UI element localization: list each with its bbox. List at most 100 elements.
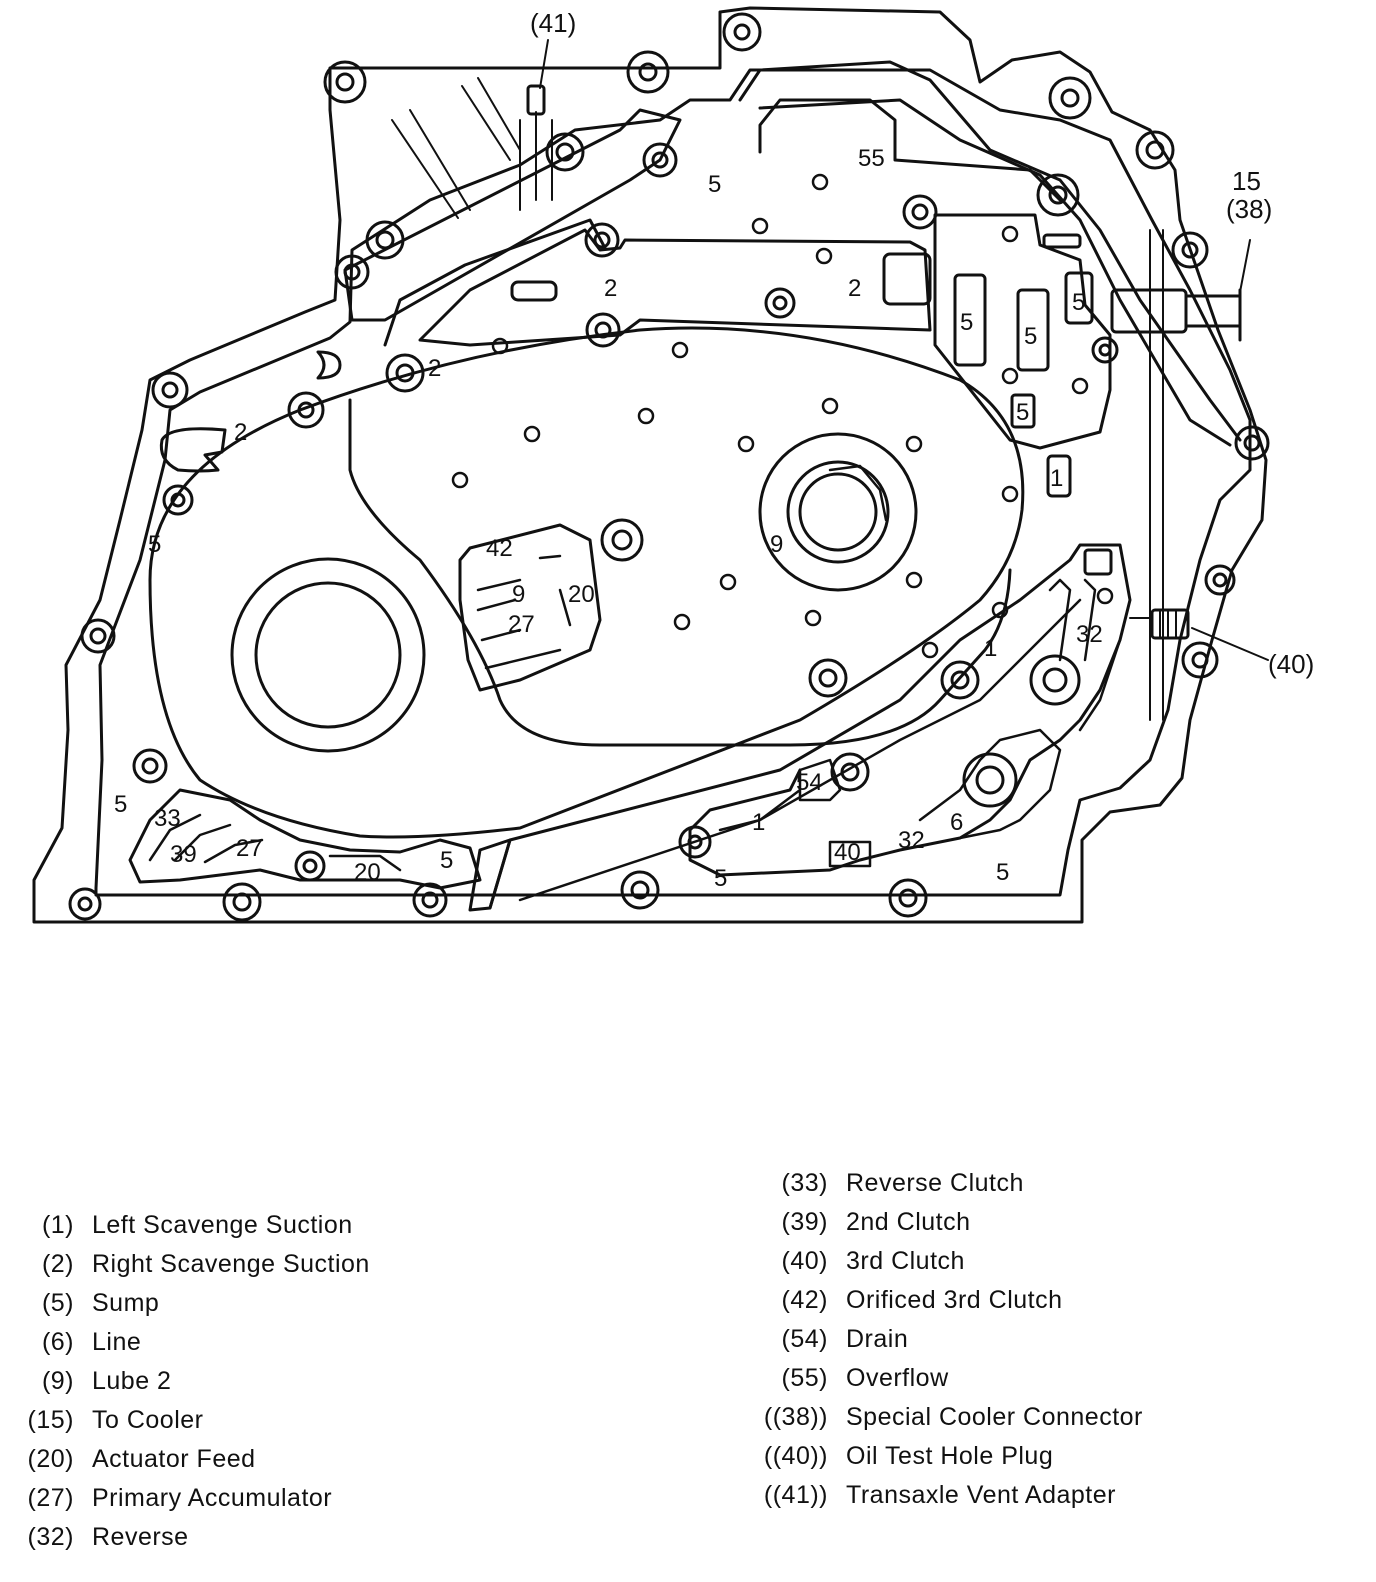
label-27: 27 xyxy=(508,611,535,638)
passage-32 xyxy=(1048,578,1122,732)
legend-item: (55) Overflow xyxy=(748,1359,1143,1398)
legend-left: (1)Left Scavenge Suction (2) Right Scaven… xyxy=(18,1206,370,1557)
callout-15: 15 xyxy=(1232,166,1261,196)
legend-code: (6) xyxy=(41,1328,74,1356)
callout-41: (41) xyxy=(530,8,576,38)
label-6: 6 xyxy=(950,809,963,836)
legend-item: (40)3rd Clutch xyxy=(748,1242,1143,1281)
legend-code: (40) xyxy=(781,1247,828,1275)
label-1: 1 xyxy=(1050,465,1063,492)
slot-2 xyxy=(510,280,558,302)
case-outline xyxy=(32,6,1268,924)
legend-code: (2) xyxy=(41,1250,74,1278)
label-5: 5 xyxy=(1024,323,1037,350)
label-32: 32 xyxy=(1076,621,1103,648)
legend-code: (42) xyxy=(781,1286,828,1314)
right-scavenge-2 xyxy=(383,218,607,347)
pocket-1 xyxy=(1046,454,1072,498)
sump-region-55 xyxy=(758,98,1062,202)
legend-label: Right Scavenge Suction xyxy=(92,1250,370,1278)
label-20: 20 xyxy=(354,859,381,886)
label-20: 20 xyxy=(568,581,595,608)
bolt-holes xyxy=(68,12,1270,922)
legend-label: 2nd Clutch xyxy=(846,1208,971,1236)
legend-label: Reverse xyxy=(92,1523,189,1551)
label-2: 2 xyxy=(428,355,441,382)
legend-label: To Cooler xyxy=(92,1406,204,1434)
legend-code: (33) xyxy=(781,1169,828,1197)
legend-label: Transaxle Vent Adapter xyxy=(846,1481,1116,1509)
legend-item: (33) Reverse Clutch xyxy=(748,1164,1143,1203)
legend-code: (39) xyxy=(781,1208,828,1236)
legend-label: Line xyxy=(92,1328,142,1356)
legend-item: (39) 2nd Clutch xyxy=(748,1203,1143,1242)
upper-channel-1 xyxy=(343,108,682,322)
label-40: 40 xyxy=(834,839,861,866)
legend-item: (9)Lube 2 xyxy=(18,1362,370,1401)
legend-code: (54) xyxy=(781,1325,828,1353)
bore-slot xyxy=(828,464,888,522)
legend-right: (33) Reverse Clutch (39) 2nd Clutch (40)3r… xyxy=(748,1164,1143,1515)
right-channel xyxy=(738,60,1242,442)
legend-label: Left Scavenge Suction xyxy=(92,1211,353,1239)
label-5: 5 xyxy=(960,309,973,336)
passage-6 xyxy=(918,728,1062,840)
label-55: 55 xyxy=(858,145,885,172)
legend-code: (27) xyxy=(27,1484,74,1512)
upper-channel-2 xyxy=(418,228,932,347)
small-holes xyxy=(451,173,1114,659)
legend-item: (20)Actuator Feed xyxy=(18,1440,370,1479)
sump-region-5 xyxy=(933,213,1112,450)
callout-40: (40) xyxy=(1268,649,1314,679)
label-5: 5 xyxy=(1072,289,1085,316)
label-5: 5 xyxy=(440,847,453,874)
crescent-2 xyxy=(159,427,227,473)
legend-code: ((38)) xyxy=(763,1403,828,1431)
passage-labels: 55 5 2 2 2 2 5 5 5 5 5 1 9 42 9 20 27 1 … xyxy=(114,145,1103,892)
label-5: 5 xyxy=(148,531,161,558)
legend-code: (15) xyxy=(27,1406,74,1434)
legend-code: (32) xyxy=(27,1523,74,1551)
slot-small xyxy=(1042,233,1082,249)
legend-item: (5) Sump xyxy=(18,1284,370,1323)
lower-right-inner xyxy=(518,598,1082,902)
legend-label: Overflow xyxy=(846,1364,949,1392)
legend-item: (6) Line xyxy=(18,1323,370,1362)
legend-label: Sump xyxy=(92,1289,160,1317)
label-2: 2 xyxy=(848,275,861,302)
legend-item: ((41))Transaxle Vent Adapter xyxy=(748,1476,1143,1515)
legend-label: Oil Test Hole Plug xyxy=(846,1442,1054,1470)
label-5: 5 xyxy=(1016,399,1029,426)
label-9: 9 xyxy=(512,581,525,608)
label-2: 2 xyxy=(604,275,617,302)
label-32: 32 xyxy=(898,827,925,854)
pocket-5d xyxy=(1010,393,1036,429)
bottom-wedge xyxy=(468,838,512,912)
right-channel-inner xyxy=(758,98,1232,447)
transaxle-case-passage-diagram: (41) (40) 15 (38) 55 5 2 2 2 2 5 5 5 5 5… xyxy=(32,6,1314,924)
slot-d xyxy=(316,350,342,380)
cooler-connector xyxy=(1110,229,1251,721)
legend-label: Reverse Clutch xyxy=(846,1169,1024,1197)
legend-item: (1)Left Scavenge Suction xyxy=(18,1206,370,1245)
pocket-small xyxy=(1083,548,1113,576)
legend-code: (9) xyxy=(41,1367,74,1395)
legend-item: (15) To Cooler xyxy=(18,1401,370,1440)
legend-code: (5) xyxy=(41,1289,74,1317)
pocket-5c xyxy=(1064,271,1094,325)
legend-code: (55) xyxy=(781,1364,828,1392)
bores xyxy=(230,432,918,753)
legend-item: (42)Orificed 3rd Clutch xyxy=(748,1281,1143,1320)
legend-item: ((38)) Special Cooler Connector xyxy=(748,1398,1143,1437)
label-54: 54 xyxy=(796,769,823,796)
oil-test-plug xyxy=(1129,608,1269,661)
lower-left-inner xyxy=(148,813,402,872)
callout-labels: (41) (40) 15 (38) xyxy=(530,8,1314,679)
legend-label: Special Cooler Connector xyxy=(846,1403,1143,1431)
label-5: 5 xyxy=(114,791,127,818)
pocket-5a xyxy=(953,273,987,367)
legend-label: Drain xyxy=(846,1325,909,1353)
label-39: 39 xyxy=(170,841,197,868)
label-5: 5 xyxy=(714,865,727,892)
valve-passages xyxy=(458,523,602,692)
